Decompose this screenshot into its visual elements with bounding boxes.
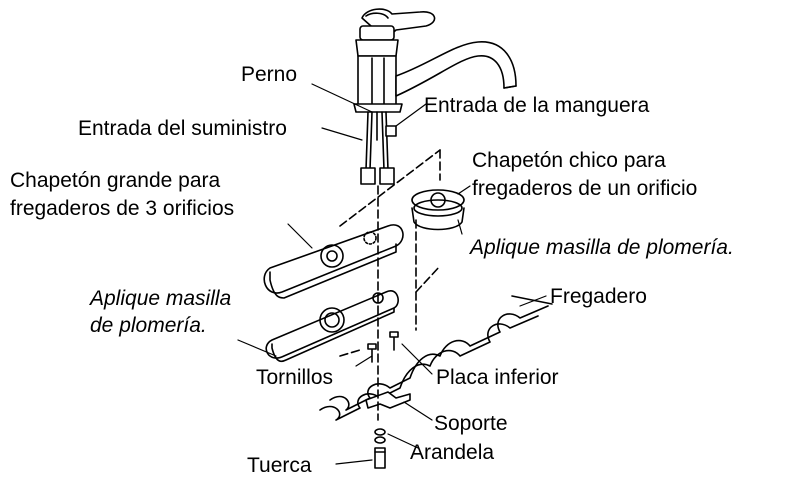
label-chapeton-chico-1: Chapetón chico para xyxy=(472,149,666,172)
large-escutcheon xyxy=(263,224,404,299)
label-masilla-derecha: Aplique masilla de plomería. xyxy=(470,236,734,259)
sink-cutaway xyxy=(319,295,553,421)
mounting-hardware xyxy=(365,331,411,469)
small-escutcheon xyxy=(411,189,465,231)
label-arandela: Arandela xyxy=(410,441,495,464)
label-masilla-izq-1: Aplique masilla xyxy=(90,287,232,310)
label-masilla-izq-2: de plomería. xyxy=(90,314,207,337)
label-entrada-suministro: Entrada del suministro xyxy=(78,117,287,140)
label-entrada-manguera: Entrada de la manguera xyxy=(424,94,650,117)
label-perno: Perno xyxy=(241,63,298,86)
leader-lines xyxy=(237,83,547,465)
label-chapeton-grande-2: fregaderos de 3 orificios xyxy=(10,197,235,220)
label-chapeton-chico-2: fregaderos de un orificio xyxy=(472,177,698,200)
label-soporte: Soporte xyxy=(434,412,508,435)
label-tuerca: Tuerca xyxy=(247,454,312,477)
bottom-plate xyxy=(265,290,399,363)
supply-inlets xyxy=(360,111,397,185)
faucet-body xyxy=(353,8,517,113)
label-tornillos: Tornillos xyxy=(256,366,334,389)
label-fregadero: Fregadero xyxy=(550,285,647,308)
label-placa-inferior: Placa inferior xyxy=(436,366,559,389)
alignment-lines xyxy=(339,149,441,421)
label-chapeton-grande-1: Chapetón grande para xyxy=(10,169,221,192)
